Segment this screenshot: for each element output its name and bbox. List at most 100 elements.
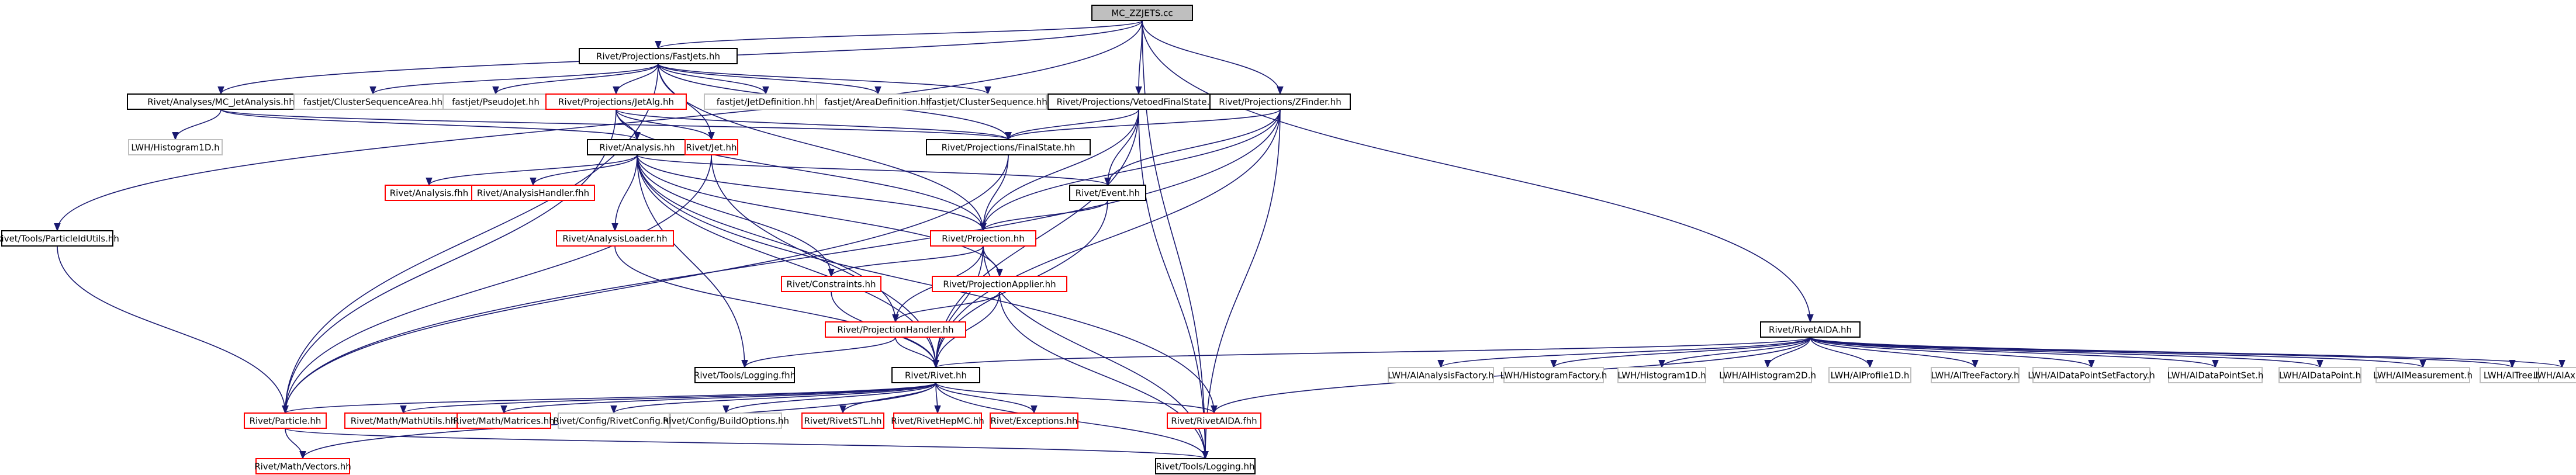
node-rivetaida_fhh[interactable]: Rivet/RivetAIDA.fhh <box>1167 412 1261 429</box>
edge-aloader-to-rivet <box>614 245 939 369</box>
node-rivet[interactable]: Rivet/Rivet.hh <box>891 367 980 383</box>
node-box-jet <box>684 139 738 155</box>
node-rivethepmc[interactable]: Rivet/RivetHepMC.hh <box>891 412 984 429</box>
edge-zfinder-to-event <box>1104 109 1281 186</box>
node-event[interactable]: Rivet/Event.hh <box>1069 185 1146 201</box>
node-logging_hh[interactable]: Rivet/Tools/Logging.hh <box>1155 458 1256 474</box>
node-label-jet: Rivet/Jet.hh <box>686 143 737 153</box>
node-analysis[interactable]: Rivet/Analysis.hh <box>587 139 687 155</box>
node-label-lwh_axis: LWH/AIAxis.h <box>2533 370 2576 381</box>
node-label-constraints: Rivet/Constraints.hh <box>787 279 876 290</box>
node-box-lwh_h1d <box>1617 367 1706 383</box>
node-logging_fhh[interactable]: Rivet/Tools/Logging.fhh <box>694 367 796 383</box>
edge-papplier-to-logging_hh <box>999 291 1209 460</box>
node-box-lwh_dp <box>2278 367 2361 383</box>
edge-zfinder-to-projection <box>980 109 1281 232</box>
node-label-exceptions: Rivet/Exceptions.hh <box>990 416 1077 427</box>
node-lwh_h1d: LWH/Histogram1D.h <box>1617 367 1706 383</box>
node-phandler[interactable]: Rivet/ProjectionHandler.hh <box>825 321 966 338</box>
node-label-fj_jd: fastjet/JetDefinition.hh <box>717 97 815 108</box>
node-vetoed[interactable]: Rivet/Projections/VetoedFinalState.hh <box>1047 93 1230 110</box>
node-label-lwh_dpsf: LWH/AIDataPointSetFactory.h <box>2028 370 2155 381</box>
node-box-lwh_af <box>1388 367 1494 383</box>
node-finalstate[interactable]: Rivet/Projections/FinalState.hh <box>926 139 1091 155</box>
node-analysis_fhh[interactable]: Rivet/Analysis.fhh <box>385 185 473 201</box>
edge-particle-to-vectors <box>285 428 306 460</box>
edge-particle-to-logging_hh <box>285 428 1208 460</box>
node-mathutils[interactable]: Rivet/Math/MathUtils.hh <box>344 412 462 429</box>
node-label-lwh_af: LWH/AIAnalysisFactory.h <box>1388 370 1494 381</box>
edge-vetoed-to-projection <box>980 109 1139 232</box>
edge-fastjets-to-fj_jd <box>658 63 769 95</box>
node-label-lwh_h1d_top: LWH/Histogram1D.h <box>131 143 219 153</box>
node-root[interactable]: MC_ZZJETS.cc <box>1091 5 1193 21</box>
node-lwh_dps: LWH/AIDataPointSet.h <box>2167 367 2263 383</box>
edge-fastjets-to-particle <box>282 63 659 414</box>
node-particleutils[interactable]: Rivet/Tools/ParticleIdUtils.hh <box>0 230 119 247</box>
node-jetalg[interactable]: Rivet/Projections/JetAlg.hh <box>545 93 687 110</box>
node-label-fastjets: Rivet/Projections/FastJets.hh <box>596 51 720 62</box>
node-lwh_dp: LWH/AIDataPoint.h <box>2278 367 2361 383</box>
node-box-fj_pj <box>442 93 549 110</box>
node-box-lwh_h2d <box>1723 367 1812 383</box>
edge-fastjets-to-fj_csa <box>369 63 659 95</box>
node-vectors[interactable]: Rivet/Math/Vectors.hh <box>254 458 351 474</box>
node-mcjet[interactable]: Rivet/Analyses/MC_JetAnalysis.hh <box>127 93 315 110</box>
node-box-analysis <box>587 139 687 155</box>
node-label-rivetstl: Rivet/RivetSTL.hh <box>804 416 881 427</box>
node-box-phandler <box>825 321 966 338</box>
node-rivetaida_hh[interactable]: Rivet/RivetAIDA.hh <box>1760 321 1861 338</box>
edge-phandler-to-logging_fhh <box>741 337 896 369</box>
edge-rivetaida_hh-to-lwh_h1d <box>1658 337 1811 369</box>
edge-root-to-rivetaida_hh <box>1142 20 1814 323</box>
node-label-projection: Rivet/Projection.hh <box>942 234 1025 244</box>
node-exceptions[interactable]: Rivet/Exceptions.hh <box>990 412 1078 429</box>
node-box-projection <box>930 230 1036 247</box>
node-label-particleutils: Rivet/Tools/ParticleIdUtils.hh <box>0 234 119 244</box>
node-label-lwh_tf: LWH/AITreeFactory.h <box>1931 370 2019 381</box>
node-lwh_hf: LWH/HistogramFactory.h <box>1500 367 1607 383</box>
node-ahandler[interactable]: Rivet/AnalysisHandler.fhh <box>471 185 595 201</box>
node-papplier[interactable]: Rivet/ProjectionApplier.hh <box>932 276 1067 292</box>
node-aloader[interactable]: Rivet/AnalysisLoader.hh <box>556 230 674 247</box>
node-label-rivetaida_fhh: Rivet/RivetAIDA.fhh <box>1171 416 1257 427</box>
edge-event-to-projection <box>980 200 1108 232</box>
node-label-lwh_tree: LWH/AITree.h <box>2484 370 2541 381</box>
node-label-mathutils: Rivet/Math/MathUtils.hh <box>351 416 457 427</box>
node-label-fj_cs: fastjet/ClusterSequence.hh <box>928 97 1047 108</box>
node-label-papplier: Rivet/ProjectionApplier.hh <box>943 279 1056 290</box>
node-label-analysis_fhh: Rivet/Analysis.fhh <box>390 188 469 199</box>
edge-fastjets-to-fj_pj <box>492 63 659 95</box>
edge-root-to-vetoed <box>1135 20 1143 95</box>
node-buildopts: Rivet/Config/BuildOptions.hh <box>663 412 789 429</box>
node-lwh_dpsf: LWH/AIDataPointSetFactory.h <box>2028 367 2155 383</box>
node-label-rivetaida_hh: Rivet/RivetAIDA.hh <box>1769 325 1852 335</box>
edge-mcjet-to-analysis <box>220 109 641 141</box>
node-label-event: Rivet/Event.hh <box>1076 188 1140 199</box>
node-constraints[interactable]: Rivet/Constraints.hh <box>781 276 881 292</box>
edge-vetoed-to-rivet <box>932 109 1139 369</box>
edge-rivetaida_hh-to-lwh_axis <box>1810 337 2565 369</box>
edge-particleutils-to-particle <box>57 245 289 414</box>
edge-rivet-to-mathutils <box>400 382 936 414</box>
node-label-rivetconfig: Rivet/Config/RivetConfig.hh <box>553 416 674 427</box>
node-label-lwh_p1d: LWH/AIProfile1D.h <box>1831 370 1910 381</box>
node-box-mathutils <box>344 412 462 429</box>
node-jet[interactable]: Rivet/Jet.hh <box>684 139 738 155</box>
node-projection[interactable]: Rivet/Projection.hh <box>930 230 1036 247</box>
node-zfinder[interactable]: Rivet/Projections/ZFinder.hh <box>1209 93 1351 110</box>
edge-finalstate-to-particle <box>282 154 1009 414</box>
node-label-fj_csa: fastjet/ClusterSequenceArea.hh <box>303 97 442 108</box>
node-lwh_tf: LWH/AITreeFactory.h <box>1931 367 2020 383</box>
node-particle[interactable]: Rivet/Particle.hh <box>244 412 327 429</box>
node-box-lwh_tf <box>1931 367 2020 383</box>
node-rivetstl[interactable]: Rivet/RivetSTL.hh <box>801 412 884 429</box>
edge-zfinder-to-finalstate <box>1005 109 1281 141</box>
edge-analysis-to-logging_fhh <box>637 154 748 369</box>
edge-rivet-to-matrices <box>500 382 936 414</box>
node-fastjets[interactable]: Rivet/Projections/FastJets.hh <box>579 48 738 64</box>
node-matrices[interactable]: Rivet/Math/Matrices.hh <box>453 412 555 429</box>
node-box-rivethepmc <box>893 412 982 429</box>
node-box-rivetconfig <box>558 412 670 429</box>
